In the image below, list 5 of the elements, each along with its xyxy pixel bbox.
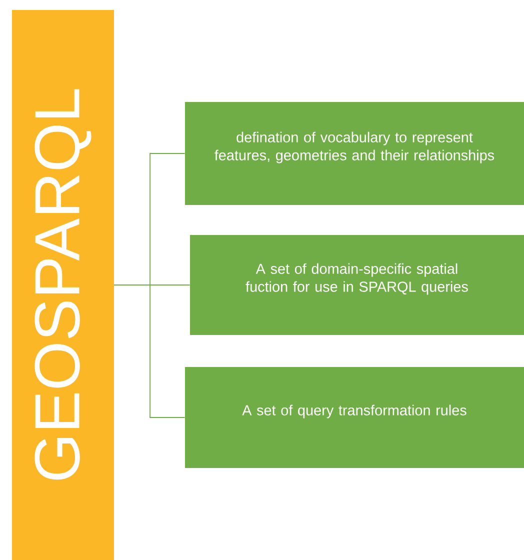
process-box: defination of vocabulary to represent features, geometries and their relationships — [185, 102, 524, 205]
process-box: A set of domain-specific spatial fuction for use in SPARQL queries — [190, 235, 524, 335]
title-bar: GEOSPARQL — [12, 10, 114, 560]
connector — [114, 284, 186, 418]
process-box: A set of query transformation rules — [185, 367, 524, 468]
